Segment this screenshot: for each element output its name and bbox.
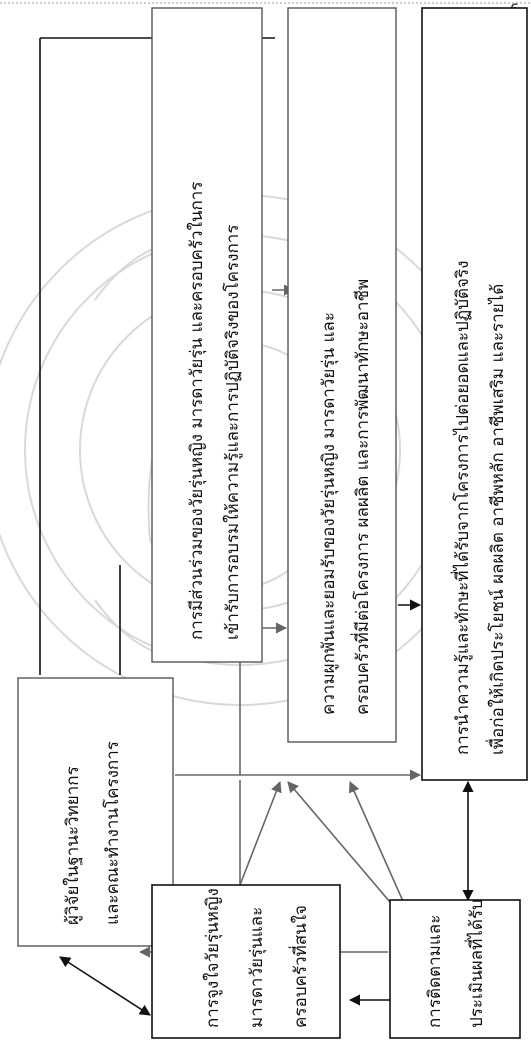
recruit-line3: ครอบครัวที่สนใจ xyxy=(288,905,311,1028)
participation-line1: การมีส่วนร่วมของวัยรุ่นหญิง มารดาวัยรุ่น… xyxy=(186,182,207,640)
recruit-line2: มารดาวัยรุ่นและ xyxy=(247,907,267,1028)
outcome-line1: การนำความรู้และทักษะที่ได้รับจากโครงการไ… xyxy=(450,261,473,755)
box-participation: การมีส่วนร่วมของวัยรุ่นหญิง มารดาวัยรุ่น… xyxy=(151,7,263,663)
box-monitor: การติดตามและ ประเมินผลที่ได้รับ xyxy=(389,899,521,1039)
participation-line2: เข้ารับการอบรมให้ความรู้และการปฏิบัติจริ… xyxy=(222,225,243,640)
box-researcher: ผู้วิจัยในฐานะวิทยากร และคณะทำงานโครงการ xyxy=(17,677,174,947)
outcome-line2: เพื่อก่อให้เกิดประโยชน์ ผลผลิต อาชีพหลัก… xyxy=(485,284,508,755)
commitment-line2: ครอบครัวที่มีต่อโครงการ ผลผลิต และการพัฒ… xyxy=(350,279,373,715)
researcher-line1: ผู้วิจัยในฐานะวิทยากร xyxy=(62,766,83,925)
box-recruit: การจูงใจวัยรุ่นหญิง มารดาวัยรุ่นและ ครอบ… xyxy=(151,884,341,1039)
arrow-recruit-to-commitment xyxy=(239,780,282,886)
commitment-line1: ความผูกพันและยอมรับของวัยรุ่นหญิง มารดาว… xyxy=(319,312,339,715)
researcher-line2: และคณะทำงานโครงการ xyxy=(102,741,123,925)
arrow-researcher-recruit xyxy=(59,956,151,1016)
monitor-line1: การติดตามและ xyxy=(425,915,445,1028)
box-commitment: ความผูกพันและยอมรับของวัยรุ่นหญิง มารดาว… xyxy=(287,7,397,743)
box-outcome: การนำความรู้และทักษะที่ได้รับจากโครงการไ… xyxy=(421,7,528,781)
recruit-line1: การจูงใจวัยรุ่นหญิง xyxy=(202,888,223,1028)
monitor-line2: ประเมินผลที่ได้รับ xyxy=(464,899,487,1028)
